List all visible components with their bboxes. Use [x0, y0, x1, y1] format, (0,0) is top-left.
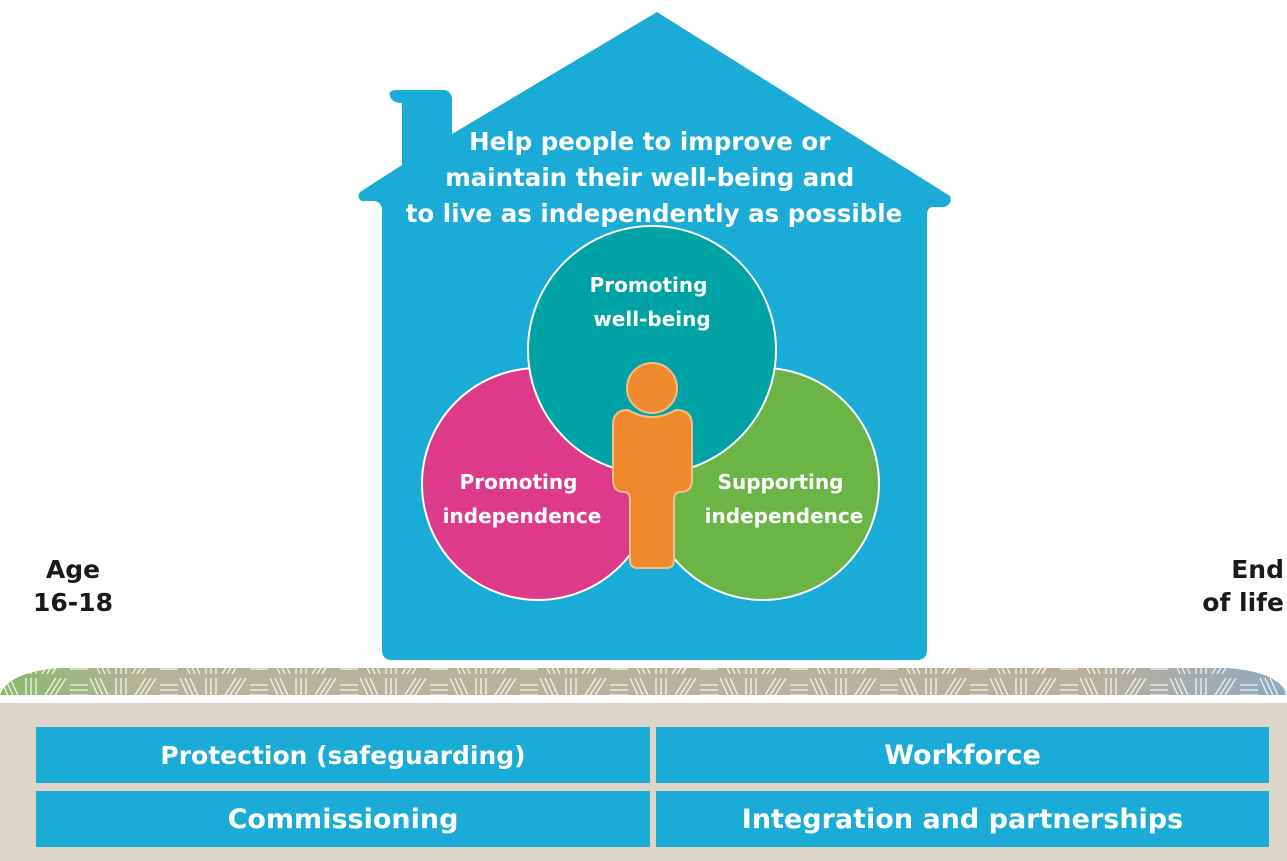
headline-line-3: to live as independently as possible	[406, 199, 903, 228]
label-promoting-independence: Promoting independence	[443, 470, 602, 528]
house-headline: Help people to improve or maintain their…	[406, 127, 903, 228]
well-being-line-2: well-being	[593, 307, 710, 331]
headline-line-2: maintain their well-being and	[445, 163, 854, 192]
label-promoting-well-being: Promoting well-being	[590, 273, 715, 331]
person-icon	[612, 362, 693, 569]
pillar-protection: Protection (safeguarding)	[36, 727, 650, 783]
promoting-independence-line-2: independence	[443, 504, 602, 528]
timeline-end-line-1: End	[1231, 555, 1284, 584]
supporting-independence-line-2: independence	[705, 504, 864, 528]
headline-line-1: Help people to improve or	[469, 127, 831, 156]
timeline-end-line-2: of life	[1202, 588, 1284, 617]
promoting-independence-line-1: Promoting	[460, 470, 578, 494]
timeline-start-label: Age 16-18	[28, 553, 118, 619]
well-being-line-1: Promoting	[590, 273, 708, 297]
label-supporting-independence: Supporting independence	[705, 470, 864, 528]
pillar-workforce: Workforce	[656, 727, 1269, 783]
pillar-integration: Integration and partnerships	[656, 791, 1269, 847]
timeline-start-line-1: Age	[45, 555, 101, 584]
timeline-end-label: End of life	[1196, 553, 1284, 619]
supporting-independence-line-1: Supporting	[718, 470, 844, 494]
timeline-start-line-2: 16-18	[33, 588, 113, 617]
ground-hatching	[0, 668, 1287, 695]
pillar-commissioning: Commissioning	[36, 791, 650, 847]
